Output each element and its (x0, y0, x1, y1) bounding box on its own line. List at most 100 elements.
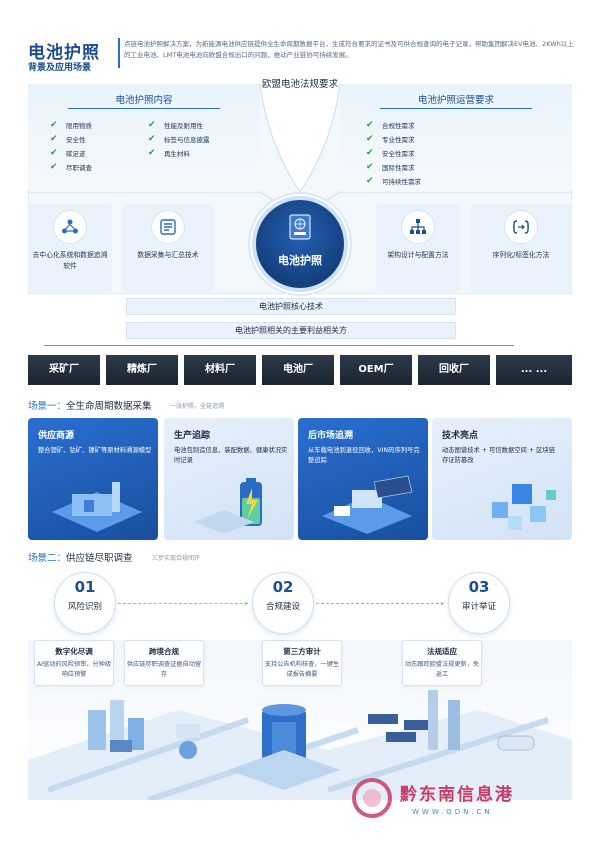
card-desc: 从车载电池到退役回收，VIN码序列号完整追踪 (308, 447, 420, 464)
info-regulation-adapt: 法规适应 动态跟踪欧盟法规更新，免返工 (402, 640, 482, 686)
feature-card-data-collection: 数据采集与汇总技术 (122, 204, 214, 292)
check-icon: ✔ (366, 162, 374, 172)
step-circle-3 (448, 572, 510, 634)
panel-title-underline (68, 108, 220, 109)
code-brackets-icon (504, 210, 538, 244)
eu-regulation-label: 欧盟电池法规要求 (262, 79, 339, 90)
factory-materials: 材料厂 (184, 355, 256, 385)
step-connector (316, 603, 444, 604)
info-digital-due-diligence: 数字化尽调 AI驱动的风险预审，分钟级响应预警 (34, 640, 114, 686)
check-icon: ✔ (366, 134, 374, 144)
factory-oem: OEM厂 (340, 355, 412, 385)
step-number: 01 (74, 578, 96, 596)
factory-refinery: 精炼厂 (106, 355, 178, 385)
passport-icon (289, 214, 311, 240)
feature-item: ✔标签与信息披露 (148, 134, 210, 144)
step-circle-2 (252, 572, 314, 634)
requirement-item: ✔国际性需求 (366, 162, 415, 172)
check-icon: ✔ (148, 148, 156, 158)
feature-item: ✔再生材料 (148, 148, 190, 158)
card-label: 数据采集与汇总技术 (137, 251, 199, 259)
factory-battery: 电池厂 (262, 355, 334, 385)
card-title: 生产追踪 (174, 431, 211, 441)
battery-illustration (194, 478, 262, 534)
info-third-party-audit: 第三方审计 支持公告机构核查，一键生成报告摘要 (262, 640, 342, 686)
center-label: 电池护照 (278, 254, 322, 267)
arrow-right-icon: › (440, 599, 444, 608)
hierarchy-icon (401, 210, 435, 244)
feature-card-decentralized: 去中心化系统和数据追溯软件 (28, 204, 112, 292)
check-icon: ✔ (50, 162, 58, 172)
requirement-item: ✔可持续性需求 (366, 176, 421, 186)
step-number: 02 (272, 578, 294, 596)
card-desc: 电池包制造信息、装配数据、健康状况实时记录 (174, 447, 288, 464)
info-title: 法规适应 (427, 647, 457, 656)
scene1-card-supplier: 供应商源 整合锂矿、钴矿、镍矿等原材料溯源模型 (28, 418, 158, 540)
card-label: 去中心化系统和数据追溯软件 (32, 251, 108, 270)
check-icon: ✔ (148, 134, 156, 144)
factory-mining: 采矿厂 (28, 355, 100, 385)
panel-title-underline (380, 108, 532, 109)
battery-passport-badge (252, 196, 348, 292)
card-title: 后市场追溯 (308, 431, 354, 441)
core-tech-bar: 电池护照核心技术 (126, 298, 456, 315)
arrow-right-icon: › (244, 599, 248, 608)
requirement-item: ✔合规性需求 (366, 120, 415, 130)
scene2-heading: 供应链尽职调查 (66, 553, 133, 564)
info-cross-border: 跨境合规 供应链尽职调查证据自动留存 (124, 640, 204, 686)
card-title: 技术亮点 (442, 431, 479, 441)
scene1-card-production: 生产追踪 电池包制造信息、装配数据、健康状况实时记录 (164, 418, 294, 540)
feature-card-serialization: 序列化/标签化方法 (470, 204, 572, 292)
title-divider (118, 38, 120, 68)
info-desc: 动态跟踪欧盟法规更新，免返工 (404, 661, 480, 678)
info-title: 第三方审计 (283, 647, 321, 656)
scene1-card-aftermarket: 后市场追溯 从车载电池到退役回收，VIN码序列号完整追踪 (298, 418, 428, 540)
network-icon (53, 210, 87, 244)
scene2-subtitle: 三步实现合规闭环 (152, 555, 201, 562)
scene1-title: 场景一：全生命周期数据采集 (28, 398, 152, 412)
data-collection-icon (151, 210, 185, 244)
feature-item: ✔性能及耐用性 (148, 120, 203, 130)
step-label: 审计举证 (461, 602, 496, 612)
step-number: 03 (468, 578, 490, 596)
check-icon: ✔ (148, 120, 156, 130)
feature-item: ✔安全性 (50, 134, 86, 144)
page-description: 点链电池护照解决方案，为新能源电池供应链提供全生命周期数据平台，生成符合要求的证… (124, 40, 574, 59)
step-label: 合规建设 (265, 602, 300, 612)
check-icon: ✔ (366, 148, 374, 158)
passport-content-panel: 电池护照内容 ✔限用物质 ✔安全性 ✔碳足迹 ✔尽职调查 ✔性能及耐用性 ✔标签… (28, 84, 260, 192)
watermark-url: WWW.QDN.CN (412, 808, 493, 816)
check-icon: ✔ (366, 176, 374, 186)
info-desc: 支持公告机构核查，一键生成报告摘要 (264, 661, 340, 678)
requirement-item: ✔专业性需求 (366, 134, 415, 144)
feature-card-architecture: 架构设计与配置方法 (376, 204, 460, 292)
scene1-label: 场景一： (28, 401, 67, 412)
watermark-text: 黔东南信息港 (400, 785, 514, 805)
scene2-title: 场景二：供应链尽职调查 (28, 550, 133, 564)
step-circle-1 (54, 572, 116, 634)
card-desc: 整合锂矿、钴矿、镍矿等原材料溯源模型 (38, 447, 152, 454)
scene1-heading: 全生命周期数据采集 (66, 401, 152, 412)
card-label: 架构设计与配置方法 (387, 251, 449, 259)
step-label: 风险识别 (67, 602, 102, 612)
feature-item: ✔尽职调查 (50, 162, 92, 172)
operation-requirements-panel: 电池护照运营要求 ✔合规性需求 ✔专业性需求 ✔安全性需求 ✔国际性需求 ✔可持… (340, 84, 572, 192)
requirement-item: ✔安全性需求 (366, 148, 415, 158)
scene2-label: 场景二： (28, 553, 67, 564)
info-desc: AI驱动的风险预审，分钟级响应预警 (36, 661, 112, 678)
stakeholders-bar: 电池护照相关的主要利益相关方 (126, 322, 456, 339)
solar-station-illustration (322, 475, 413, 534)
info-title: 数字化尽调 (55, 647, 93, 656)
factory-illustration (52, 482, 142, 532)
card-title: 供应商源 (38, 431, 75, 441)
panel-title: 电池护照内容 (115, 95, 173, 106)
card-label: 序列化/标签化方法 (492, 251, 550, 259)
factory-more: ... ... (496, 355, 572, 385)
info-title: 跨境合规 (149, 647, 179, 656)
panel-title: 电池护照运营要求 (417, 95, 494, 106)
check-icon: ✔ (50, 148, 58, 158)
scene1-card-highlights: 技术亮点 动态图谱技术 + 可信数据空间 + 区块链存证防篡改 (432, 418, 572, 540)
check-icon: ✔ (50, 120, 58, 130)
step-connector (118, 603, 248, 604)
page-title: 电池护照 (28, 43, 100, 63)
